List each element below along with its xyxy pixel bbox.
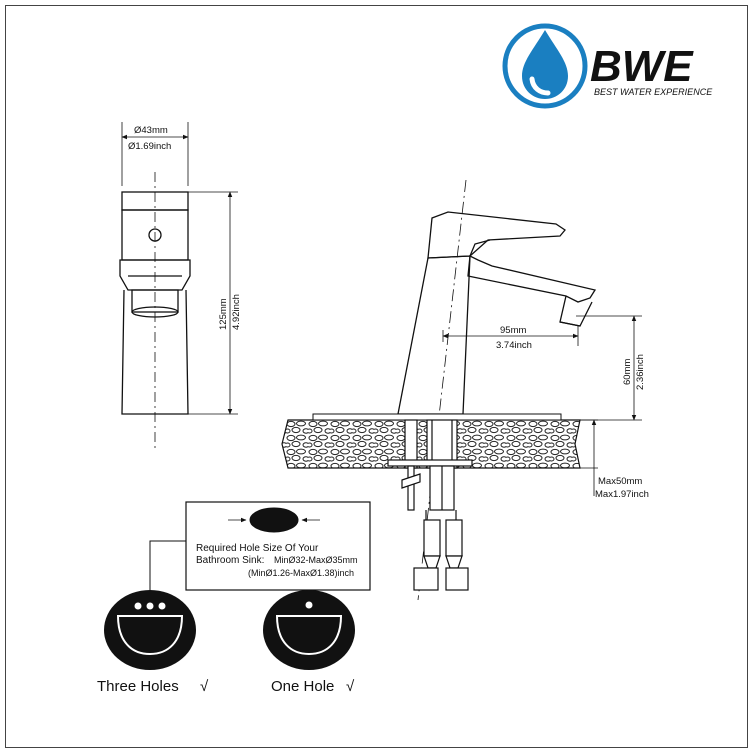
deck-max-mm: Max50mm [598, 476, 642, 487]
mounting-hardware [387, 419, 473, 591]
hole-note-line2-prefix: Bathroom Sink: [196, 555, 264, 566]
brand-logo: BWE BEST WATER EXPERIENCE [502, 23, 713, 109]
brand-name: BWE [590, 42, 694, 91]
height-inch: 4.92inch [231, 294, 242, 330]
spout-reach-inch: 3.74inch [496, 340, 532, 351]
diameter-inch: Ø1.69inch [128, 141, 171, 152]
faucet-side-view [119, 122, 238, 450]
hole-note-line1: Required Hole Size Of Your [196, 543, 319, 554]
three-hole-sink-icon [104, 590, 196, 670]
one-hole-sink-icon [263, 590, 355, 670]
height-mm: 125mm [218, 298, 229, 330]
hole-size-note [149, 501, 371, 592]
hole-note-line3: (MinØ1.26-MaxØ1.38)inch [248, 568, 354, 578]
one-hole-label: One Hole [271, 678, 334, 695]
water-drop-icon [502, 23, 588, 109]
spout-dimensions [442, 315, 642, 421]
deck-max-inch: Max1.97inch [595, 489, 649, 500]
three-holes-check: √ [200, 678, 209, 695]
spout-height-mm: 60mm [622, 359, 633, 385]
one-hole-check: √ [346, 678, 355, 695]
three-holes-label: Three Holes [97, 678, 179, 695]
hole-note-line2-value: MinØ32-MaxØ35mm [274, 555, 358, 565]
diameter-mm: Ø43mm [134, 125, 168, 136]
spout-height-inch: 2.36inch [635, 354, 646, 390]
spout-reach-mm: 95mm [500, 325, 526, 336]
brand-tagline: BEST WATER EXPERIENCE [594, 87, 713, 97]
